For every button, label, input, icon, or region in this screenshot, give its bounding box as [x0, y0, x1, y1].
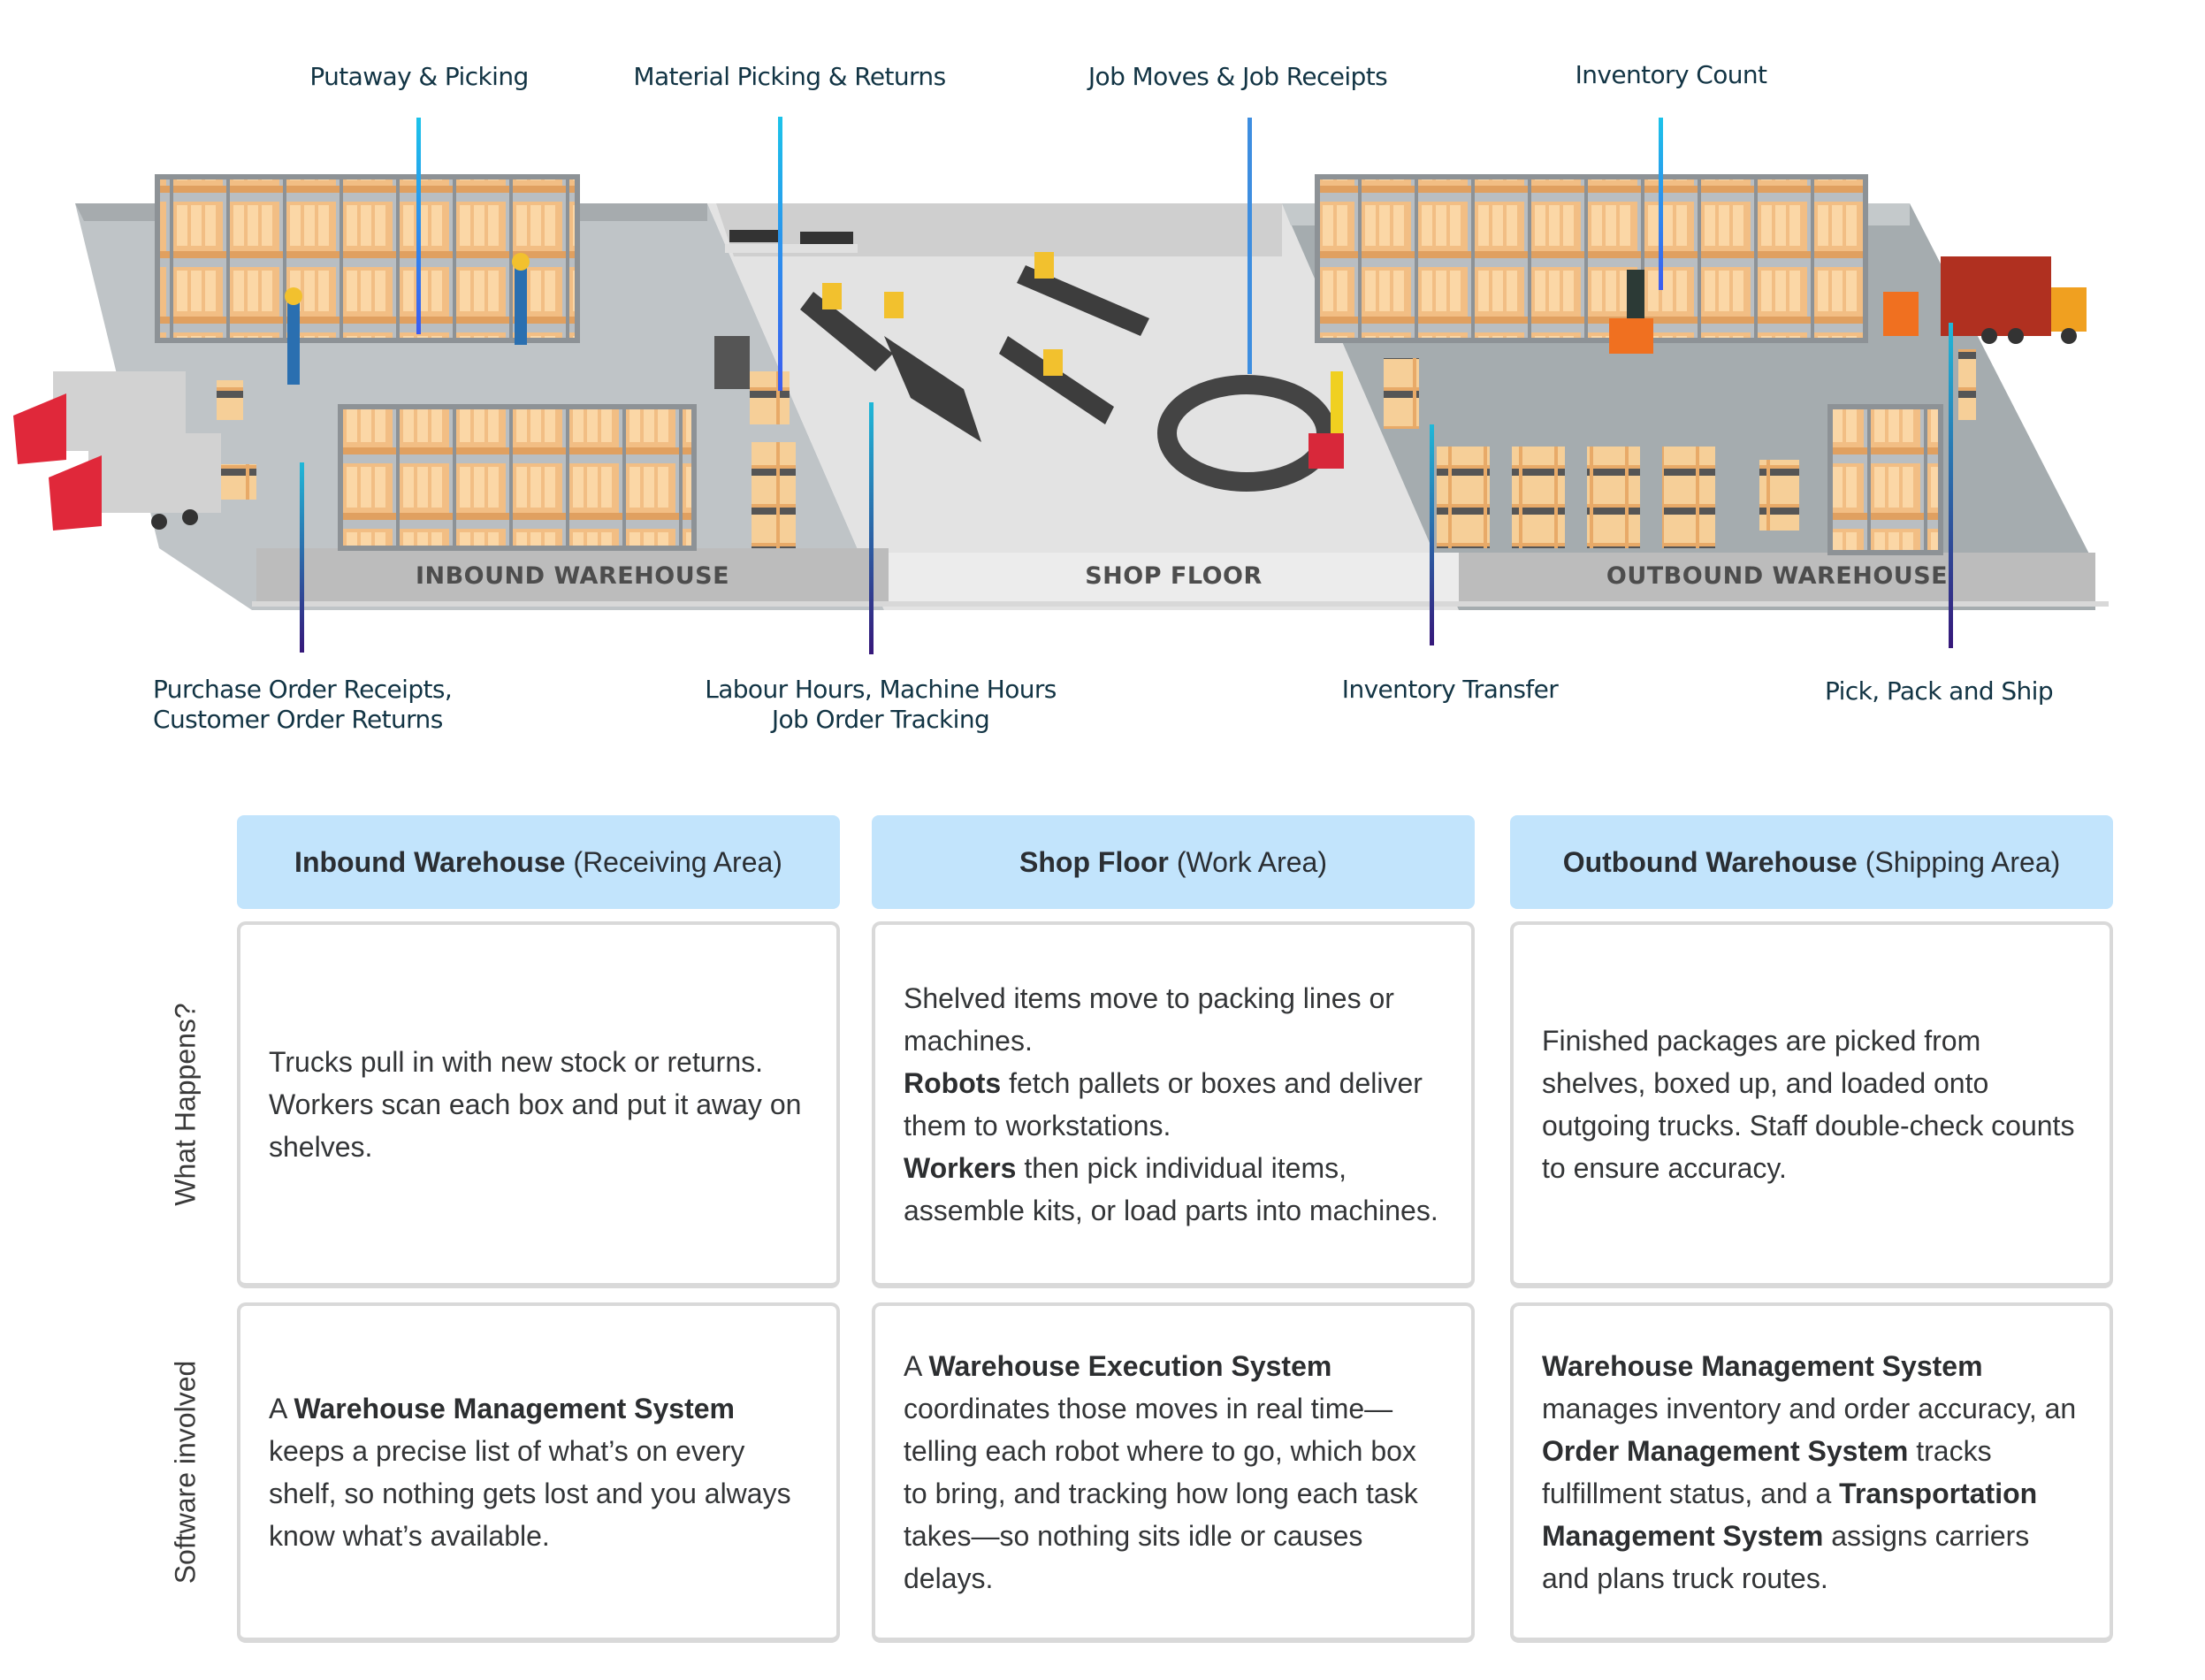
- inbound-rack-bottom: [338, 404, 697, 551]
- callout-purchase-order-receipts: Purchase Order Receipts, Customer Order …: [153, 675, 453, 735]
- callout-line: Pick, Pack and Ship: [1824, 676, 2054, 706]
- callout-line: Labour Hours, Machine Hours: [705, 675, 1057, 704]
- cell-what-happens-outbound: Finished packages are picked from shelve…: [1510, 921, 2113, 1288]
- callout-pick-pack-ship: Pick, Pack and Ship: [1824, 676, 2054, 706]
- warehouse-illustration: [13, 117, 2109, 654]
- leader-count: [1659, 118, 1663, 290]
- cell-text: Trucks pull in with new stock or returns…: [269, 1045, 802, 1163]
- assembly-line-1: [800, 283, 981, 442]
- inbound-truck-2: [49, 433, 221, 531]
- bold-term: Order Management System: [1542, 1434, 1909, 1467]
- conveyor-loop: [1157, 371, 1344, 492]
- column-header-shop-floor: Shop Floor(Work Area): [872, 815, 1475, 909]
- text-fragment: assigns carriers and plans truck routes.: [1542, 1519, 2030, 1594]
- bold-term: Warehouse Management System: [294, 1392, 735, 1424]
- column-subtitle: (Shipping Area): [1865, 845, 2061, 878]
- zone-label-inbound: INBOUND WAREHOUSE: [415, 562, 730, 590]
- outbound-rack-top: [1315, 174, 1868, 343]
- bold-term: Warehouse Execution System: [928, 1349, 1332, 1382]
- text-line: fetch pallets or boxes and deliver them …: [904, 1066, 1423, 1142]
- cell-software-inbound: A Warehouse Management System keeps a pr…: [237, 1302, 840, 1643]
- callout-material-picking-returns: Material Picking & Returns: [633, 62, 946, 91]
- callout-job-moves-receipts: Job Moves & Job Receipts: [1087, 62, 1388, 91]
- control-desks: [725, 230, 858, 253]
- callout-labour-machine-hours: Labour Hours, Machine Hours Job Order Tr…: [705, 675, 1057, 735]
- row-label-software-involved: Software involved: [169, 1360, 202, 1585]
- callout-line: Purchase Order Receipts,: [153, 675, 453, 704]
- column-header-inbound: Inbound Warehouse(Receiving Area): [237, 815, 840, 909]
- callout-line: Job Order Tracking: [771, 705, 990, 734]
- bold-term: Transportation Management System: [1542, 1477, 2038, 1552]
- column-subtitle: (Work Area): [1176, 845, 1327, 878]
- column-title: Shop Floor: [1019, 845, 1169, 878]
- text-fragment: coordinates those moves in real time—tel…: [904, 1392, 1418, 1594]
- leader-receipts: [300, 462, 304, 653]
- outbound-truck: [1883, 256, 2087, 344]
- inbound-rack-top: [155, 174, 580, 343]
- leader-labour: [869, 402, 874, 654]
- assembly-line-2: [999, 252, 1149, 424]
- outbound-rack-right: [1827, 404, 1943, 555]
- callout-line: Inventory Transfer: [1341, 675, 1559, 704]
- cell-what-happens-shop-floor: Shelved items move to packing lines or m…: [872, 921, 1475, 1288]
- cell-text: A Warehouse Execution System coordinates…: [904, 1345, 1443, 1600]
- text-line: then pick individual items, assemble kit…: [904, 1151, 1438, 1226]
- column-title: Outbound Warehouse: [1562, 845, 1858, 878]
- column-header-outbound: Outbound Warehouse(Shipping Area): [1510, 815, 2113, 909]
- zone-label-shop-floor: SHOP FLOOR: [1085, 562, 1263, 590]
- cell-software-outbound: Warehouse Management System manages inve…: [1510, 1302, 2113, 1643]
- callout-inventory-transfer: Inventory Transfer: [1341, 675, 1559, 705]
- zone-label-outbound: OUTBOUND WAREHOUSE: [1606, 562, 1949, 590]
- bold-term: Workers: [904, 1151, 1017, 1184]
- text-fragment: A: [904, 1349, 929, 1382]
- callout-line: Customer Order Returns: [153, 705, 443, 734]
- text-fragment: tracks fulfillment status, and a: [1542, 1434, 1992, 1509]
- leader-jobmoves: [1247, 118, 1252, 374]
- leader-ship: [1949, 323, 1953, 648]
- column-subtitle: (Receiving Area): [573, 845, 782, 878]
- cell-text: Finished packages are picked from shelve…: [1542, 1024, 2075, 1184]
- outbound-pallets: [1437, 447, 1799, 548]
- cell-what-happens-inbound: Trucks pull in with new stock or returns…: [237, 921, 840, 1288]
- text-fragment: manages inventory and order accuracy, an: [1542, 1392, 2077, 1424]
- leader-putaway: [416, 118, 421, 334]
- cell-text: A Warehouse Management System keeps a pr…: [269, 1387, 808, 1557]
- bold-term: Robots: [904, 1066, 1002, 1099]
- leader-transfer: [1430, 424, 1434, 645]
- cell-text: Warehouse Management System manages inve…: [1542, 1345, 2081, 1600]
- callout-putaway-picking: Putaway & Picking: [309, 62, 529, 91]
- row-label-what-happens: What Happens?: [169, 1003, 202, 1206]
- text-fragment: A: [269, 1392, 294, 1424]
- text-line: Shelved items move to packing lines or m…: [904, 981, 1394, 1057]
- callout-inventory-count: Inventory Count: [1575, 60, 1767, 89]
- cell-text: Shelved items move to packing lines or m…: [904, 977, 1443, 1232]
- text-fragment: keeps a precise list of what’s on every …: [269, 1434, 791, 1552]
- leader-material: [778, 117, 782, 391]
- cell-software-shop-floor: A Warehouse Execution System coordinates…: [872, 1302, 1475, 1643]
- column-title: Inbound Warehouse: [294, 845, 566, 878]
- bold-term: Warehouse Management System: [1542, 1349, 1983, 1382]
